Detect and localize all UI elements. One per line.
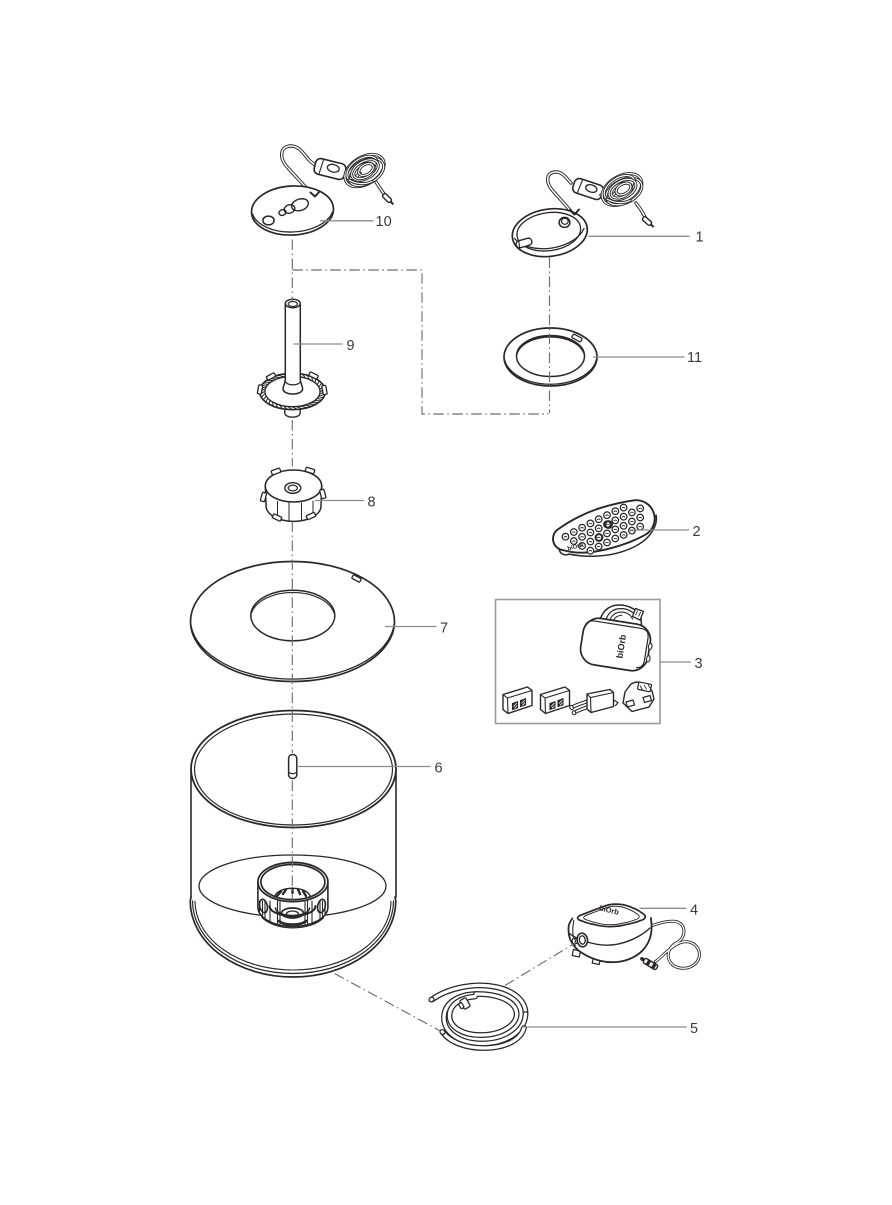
svg-text:2: 2 xyxy=(693,524,701,540)
svg-text:10: 10 xyxy=(376,214,392,230)
svg-text:9: 9 xyxy=(347,338,355,354)
svg-text:5: 5 xyxy=(690,1021,698,1037)
svg-text:3: 3 xyxy=(695,656,703,672)
svg-text:8: 8 xyxy=(368,495,376,511)
svg-text:1: 1 xyxy=(696,230,704,246)
svg-text:6: 6 xyxy=(435,761,443,777)
svg-text:11: 11 xyxy=(687,350,702,366)
svg-text:4: 4 xyxy=(690,902,698,918)
svg-text:7: 7 xyxy=(440,621,448,637)
